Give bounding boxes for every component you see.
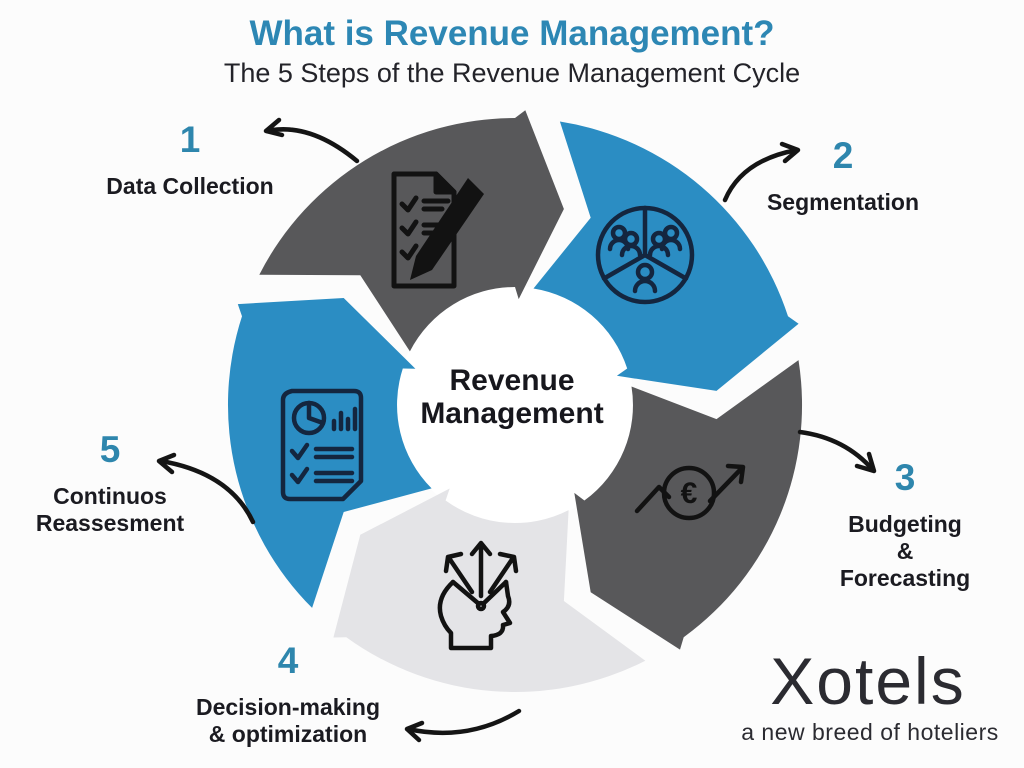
revenue-cycle-diagram: €	[227, 110, 803, 692]
step-2-segmentation: 2 Segmentation	[767, 137, 919, 216]
step-1-label: Data Collection	[106, 173, 274, 199]
step-3-label: Budgeting & Forecasting	[839, 511, 971, 591]
step-3-budgeting-forecasting: 3 Budgeting & Forecasting	[840, 459, 970, 592]
step-5-continuous-reassessment: 5 Continuos Reassesment	[36, 431, 184, 537]
step-4-number: 4	[277, 640, 299, 681]
analytics-report-icon	[280, 388, 364, 502]
step-4-label: Decision-making & optimization	[195, 694, 381, 747]
euro-growth-icon: €	[634, 463, 746, 521]
segmentation-groups-icon	[595, 205, 695, 305]
segment-segmentation	[533, 121, 799, 391]
step-5-label: Continuos Reassesment	[35, 483, 185, 536]
wheel-center-label: Revenue Management	[420, 364, 604, 430]
page-subtitle: The 5 Steps of the Revenue Management Cy…	[223, 58, 801, 88]
step-2-label: Segmentation	[766, 189, 920, 215]
step-1-number: 1	[179, 119, 201, 160]
hand-arrow-4	[404, 708, 522, 743]
brand-tagline: a new breed of hoteliers	[741, 719, 999, 745]
step-5-number: 5	[99, 429, 121, 470]
wheel-segments-layer	[227, 110, 803, 692]
wheel-center-circle	[396, 286, 634, 524]
page-title: What is Revenue Management?	[249, 14, 775, 53]
step-2-number: 2	[832, 135, 854, 176]
step-1-data-collection: 1 Data Collection	[106, 121, 273, 200]
step-3-number: 3	[894, 457, 916, 498]
checklist-pen-icon	[391, 171, 484, 289]
segment-budgeting-forecasting	[574, 360, 803, 650]
step-4-decision-making: 4 Decision-making & optimization	[196, 642, 380, 748]
decision-head-icon	[437, 540, 519, 651]
euro-symbol: €	[681, 477, 698, 510]
brand-logo: Xotels	[770, 644, 966, 718]
segment-continuous-reassessment	[227, 298, 432, 608]
